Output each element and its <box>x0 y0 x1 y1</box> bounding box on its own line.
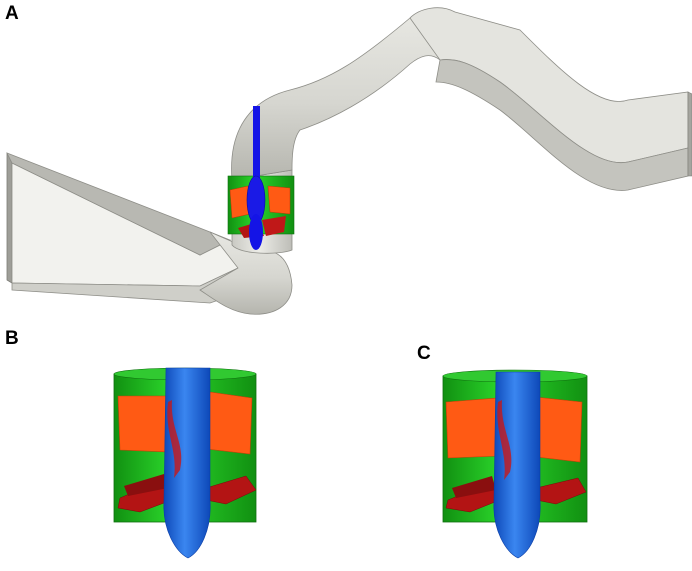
panel-b-guide-vane-left <box>117 395 171 453</box>
draft-tube <box>6 152 249 304</box>
panel-b-runner <box>113 367 257 559</box>
panel-c-guide-vane-left <box>445 397 501 459</box>
panel-b-shaft <box>163 367 211 559</box>
panel-c-runner <box>442 369 588 559</box>
panel-a-model <box>6 7 692 315</box>
upper-bend <box>231 8 451 181</box>
panel-label-b: B <box>5 328 19 349</box>
turbine-small <box>227 106 295 250</box>
panel-label-a: A <box>5 3 19 24</box>
panel-c-shaft <box>493 371 541 559</box>
panel-label-c: C <box>417 343 431 364</box>
